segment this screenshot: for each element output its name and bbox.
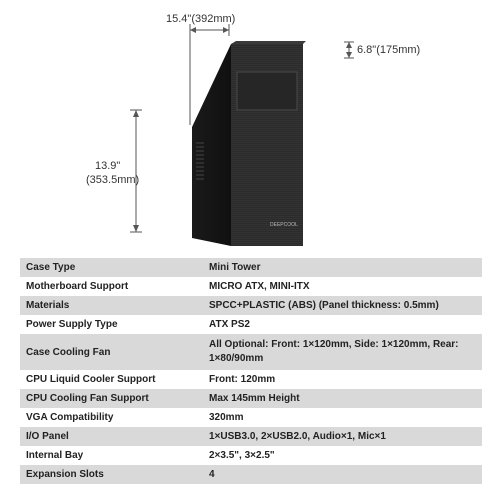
spec-value: 4 [203,465,482,484]
case-top-panel [231,41,306,44]
pc-case-illustration: DEEPCOOL [130,24,354,246]
table-row: I/O Panel 1×USB3.0, 2×USB2.0, Audio×1, M… [20,427,482,446]
spec-label: I/O Panel [20,427,203,446]
table-row: Expansion Slots 4 [20,465,482,484]
dimension-arrows [133,27,352,232]
spec-table: Case Type Mini Tower Motherboard Support… [20,258,482,484]
height-dimension-metric: (353.5mm) [86,174,140,186]
table-row: VGA Compatibility 320mm [20,408,482,427]
width-dimension-label: 15.4"(392mm) [166,13,236,25]
spec-label: CPU Cooling Fan Support [20,389,203,408]
spec-label: Power Supply Type [20,315,203,334]
side-vent [196,142,204,180]
spec-value: SPCC+PLASTIC (ABS) (Panel thickness: 0.5… [203,296,482,315]
product-image-area: DEEPCOOL 15.4"(392mm) 6.8"(175mm) 13.9" … [86,13,421,246]
spec-label: Motherboard Support [20,277,203,296]
table-row: Case Type Mini Tower [20,258,482,277]
spec-label: VGA Compatibility [20,408,203,427]
table-row: Internal Bay 2×3.5", 3×2.5" [20,446,482,465]
table-row: Motherboard Support MICRO ATX, MINI-ITX [20,277,482,296]
table-row: CPU Liquid Cooler Support Front: 120mm [20,370,482,389]
table-row: Materials SPCC+PLASTIC (ABS) (Panel thic… [20,296,482,315]
spec-value: All Optional: Front: 1×120mm, Side: 1×12… [203,334,482,370]
brand-badge: DEEPCOOL [270,222,298,228]
spec-value: ATX PS2 [203,315,482,334]
spec-value: MICRO ATX, MINI-ITX [203,277,482,296]
spec-value: 1×USB3.0, 2×USB2.0, Audio×1, Mic×1 [203,427,482,446]
spec-label: Expansion Slots [20,465,203,484]
height-dimension-imperial: 13.9" [95,160,121,172]
spec-value: Mini Tower [203,258,482,277]
case-side-panel [192,44,231,246]
spec-value: 2×3.5", 3×2.5" [203,446,482,465]
spec-value: Max 145mm Height [203,389,482,408]
depth-dimension-label: 6.8"(175mm) [357,44,421,56]
spec-label: Case Cooling Fan [20,334,203,370]
spec-label: Internal Bay [20,446,203,465]
table-row: Power Supply Type ATX PS2 [20,315,482,334]
spec-label: Case Type [20,258,203,277]
table-row: Case Cooling Fan All Optional: Front: 1×… [20,334,482,370]
table-row: CPU Cooling Fan Support Max 145mm Height [20,389,482,408]
spec-label: Materials [20,296,203,315]
spec-value: Front: 120mm [203,370,482,389]
spec-value: 320mm [203,408,482,427]
drive-bay [236,71,298,111]
spec-label: CPU Liquid Cooler Support [20,370,203,389]
